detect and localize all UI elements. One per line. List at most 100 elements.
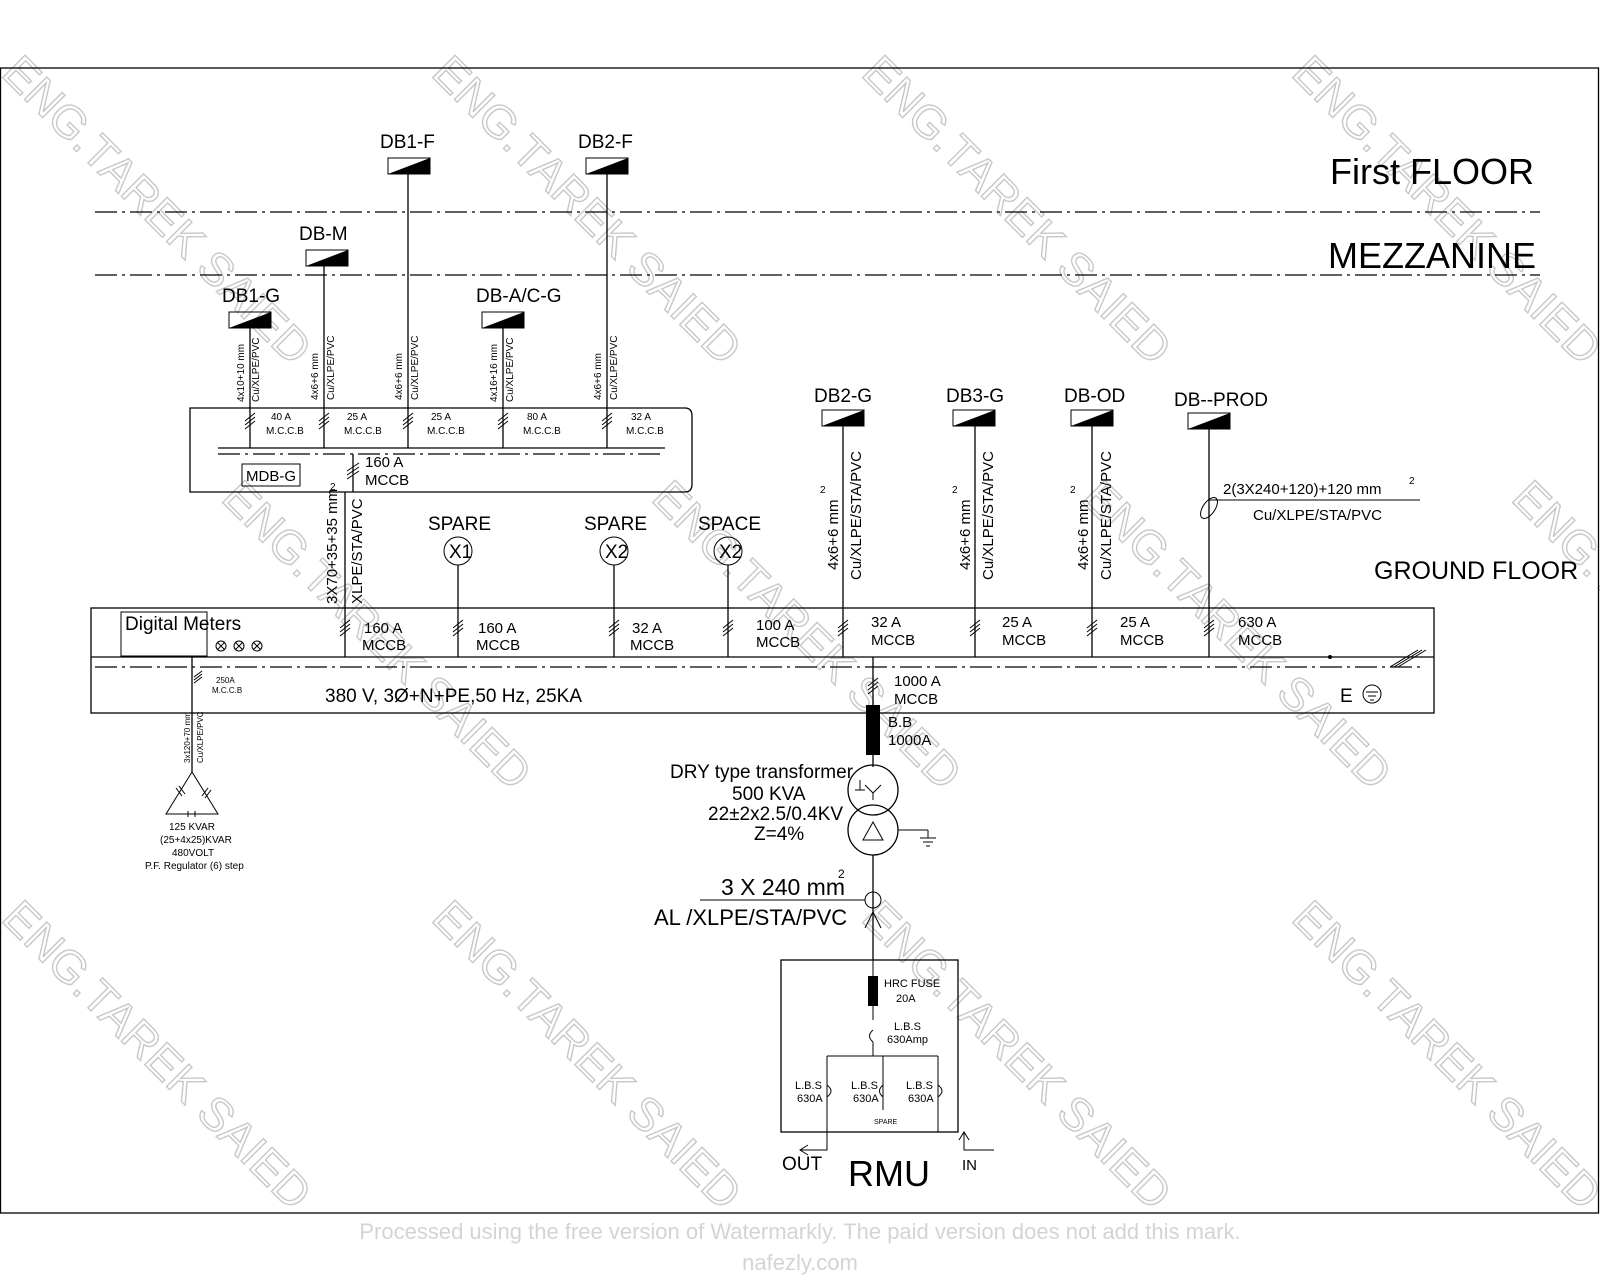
capacitor-steps: (25+4x25)KVAR [160,835,232,846]
watermark: ENG.TAREK SAIED [0,890,322,1219]
cable-size: 4x6+6 mm [957,500,974,570]
breaker-rating: 25 A [1120,614,1150,631]
cable-size: 4x6+6 mm [825,500,842,570]
breaker-type: MCCB [1002,632,1046,649]
board-label: DB1-F [380,132,435,153]
feeder-label: SPARE [428,514,491,535]
incomer-type: MCCB [894,691,938,708]
mdb-feeder-space: SPACE X2 100 A MCCB [698,514,800,657]
drawing-frame [0,67,1600,1214]
board-label: DB-A/C-G [476,286,562,307]
board-label: DB-M [299,224,348,245]
link-cable-size: 3X70+35+35 mm [324,489,341,604]
watermark: ENG.TAREK SAIED [423,45,752,374]
board-label: DB3-G [946,386,1004,407]
breaker-rating: 160 A [364,620,402,637]
busbar-label: B.B [888,714,912,731]
mdb-rating: 380 V, 3Ø+N+PE,50 Hz, 25KA [325,686,582,707]
transformer-kva: 500 KVA [732,784,806,805]
breaker-type: MCCB [871,632,915,649]
breaker-rating: 32 A [871,614,901,631]
mdb-g-feeder-db1-g: DB1-G 4x10+10 mm Cu/XLPE/PVC 40 A M.C.C.… [222,286,304,448]
hv-cable-type: AL /XLPE/STA/PVC [654,905,847,930]
watermark-footer-site: nafezly.com [742,1250,858,1275]
mdb-feeder-db3-g: DB3-G 4x6+6 mm Cu/XLPE/STA/PVC 25 A MCCB [946,386,1046,657]
feeder-label: SPACE [698,514,761,535]
watermark: ENG.TAREK SAIED [853,45,1182,374]
watermark: ENG.TAREK SAIED [1503,470,1600,799]
breaker-rating: 100 A [756,617,794,634]
cable-type: Cu/XLPE/PVC [251,338,262,402]
mdb-g-feeder-db-m: DB-M 4x6+6 mm Cu/XLPE/PVC 25 A M.C.C.B [299,224,382,448]
board-label: DB2-F [578,132,633,153]
mdb-feeder-mdb-g: 160 A MCCB [339,612,406,657]
lbs1-label: L.B.S [795,1080,822,1092]
breaker-type: M.C.C.B [344,426,382,437]
label-ground-floor: GROUND FLOOR [1374,557,1578,585]
digital-meters-label: Digital Meters [125,614,241,635]
busbar-trunking [866,705,880,755]
watermark-footer: Processed using the free version of Wate… [359,1219,1240,1244]
cable-type: Cu/XLPE/PVC [609,336,620,400]
cable-size: 4x6+6 mm [394,353,405,400]
lbs1-rating: 630A [797,1093,823,1105]
breaker-type: M.C.C.B [427,426,465,437]
label-mezzanine: MEZZANINE [1328,235,1536,276]
breaker-type: MCCB [362,637,406,654]
incomer-rating: 1000 A [894,673,941,690]
superscript: 2 [820,485,826,496]
cable-size: 4x6+6 mm [593,353,604,400]
breaker-rating: 32 A [632,620,662,637]
cable-type: Cu/XLPE/PVC [326,336,337,400]
superscripts: 2 2 2 2 2 2 [330,476,1415,881]
superscript: 2 [1070,485,1076,496]
busbar-rating: 1000A [888,732,931,749]
lbs-main-rating: 630Amp [887,1034,928,1046]
capacitor-voltage: 480VOLT [172,848,214,859]
transformer-type: DRY type transformer [670,762,854,783]
mdb-feeder-spare-2: SPARE X2 32 A MCCB [584,514,674,657]
mdb-g-feeder-db-ac-g: DB-A/C-G 4x16+16 mm Cu/XLPE/PVC 80 A M.C… [476,286,562,448]
earth-label: E [1340,686,1353,707]
mdb-g-name: MDB-G [246,468,296,485]
capacitor-rating: 125 KVAR [169,822,215,833]
rmu: HRC FUSE 20A L.B.S 630Amp L.B.S 630A L.B… [780,959,994,1194]
capacitor-bank: 250A M.C.C.B 3x120+70 mm Cu/XLPE/PVC 125… [145,657,244,872]
fuse-label: HRC FUSE [884,978,940,990]
cable-type: Cu/XLPE/PVC [505,338,516,402]
board-label: DB--PROD [1174,390,1268,411]
lbs2-rating: 630A [853,1093,879,1105]
spare-symbol-text: X2 [719,542,742,563]
earth-icon [1362,684,1382,704]
link-cable-type: XLPE/STA/PVC [349,498,366,604]
breaker-rating: 80 A [527,412,547,423]
breaker-rating: 25 A [1002,614,1032,631]
spare-label: SPARE [874,1119,898,1126]
label-first-floor: First FLOOR [1330,151,1534,192]
capacitor-cable: 3x120+70 mm [183,712,192,763]
breaker-rating: 32 A [631,412,651,423]
hrc-fuse [868,976,878,1006]
mdb-g-feeder-db1-f: DB1-F 4x6+6 mm Cu/XLPE/PVC 25 A M.C.C.B [380,132,465,448]
feeder-label: SPARE [584,514,647,535]
capacitor-breaker-type: M.C.C.B [212,686,242,695]
mdb-panel: Digital Meters 380 V, 3Ø+N+PE,50 Hz, 25K… [90,607,1435,714]
watermark: ENG.TAREK SAIED [1283,890,1600,1219]
mdb-g-feeder-db2-f: DB2-F 4x6+6 mm Cu/XLPE/PVC 32 A M.C.C.B [578,132,664,448]
cable-size: 4x16+16 mm [489,344,500,402]
watermark: ENG.TAREK SAIED [0,45,322,374]
superscript: 2 [1409,476,1415,487]
watermark: ENG.TAREK SAIED [1283,45,1600,374]
cable-size: 4x6+6 mm [310,353,321,400]
board-label: DB2-G [814,386,872,407]
capacitor-breaker-rating: 250A [216,676,235,685]
hv-cable-size: 3 X 240 mm [721,874,845,900]
cable-type: Cu/XLPE/STA/PVC [1098,451,1115,580]
cable-type: Cu/XLPE/STA/PVC [980,451,997,580]
mdb-feeder-db-prod: DB--PROD 2(3X240+120)+120 mm Cu/XLPE/STA… [1174,390,1420,657]
lbs3-label: L.B.S [906,1080,933,1092]
incomer-chain: 1000 A MCCB B.B 1000A DRY type transform… [654,657,941,960]
mdb-feeder-spare-1: SPARE X1 160 A MCCB [428,514,520,657]
transformer-primary [847,804,899,856]
